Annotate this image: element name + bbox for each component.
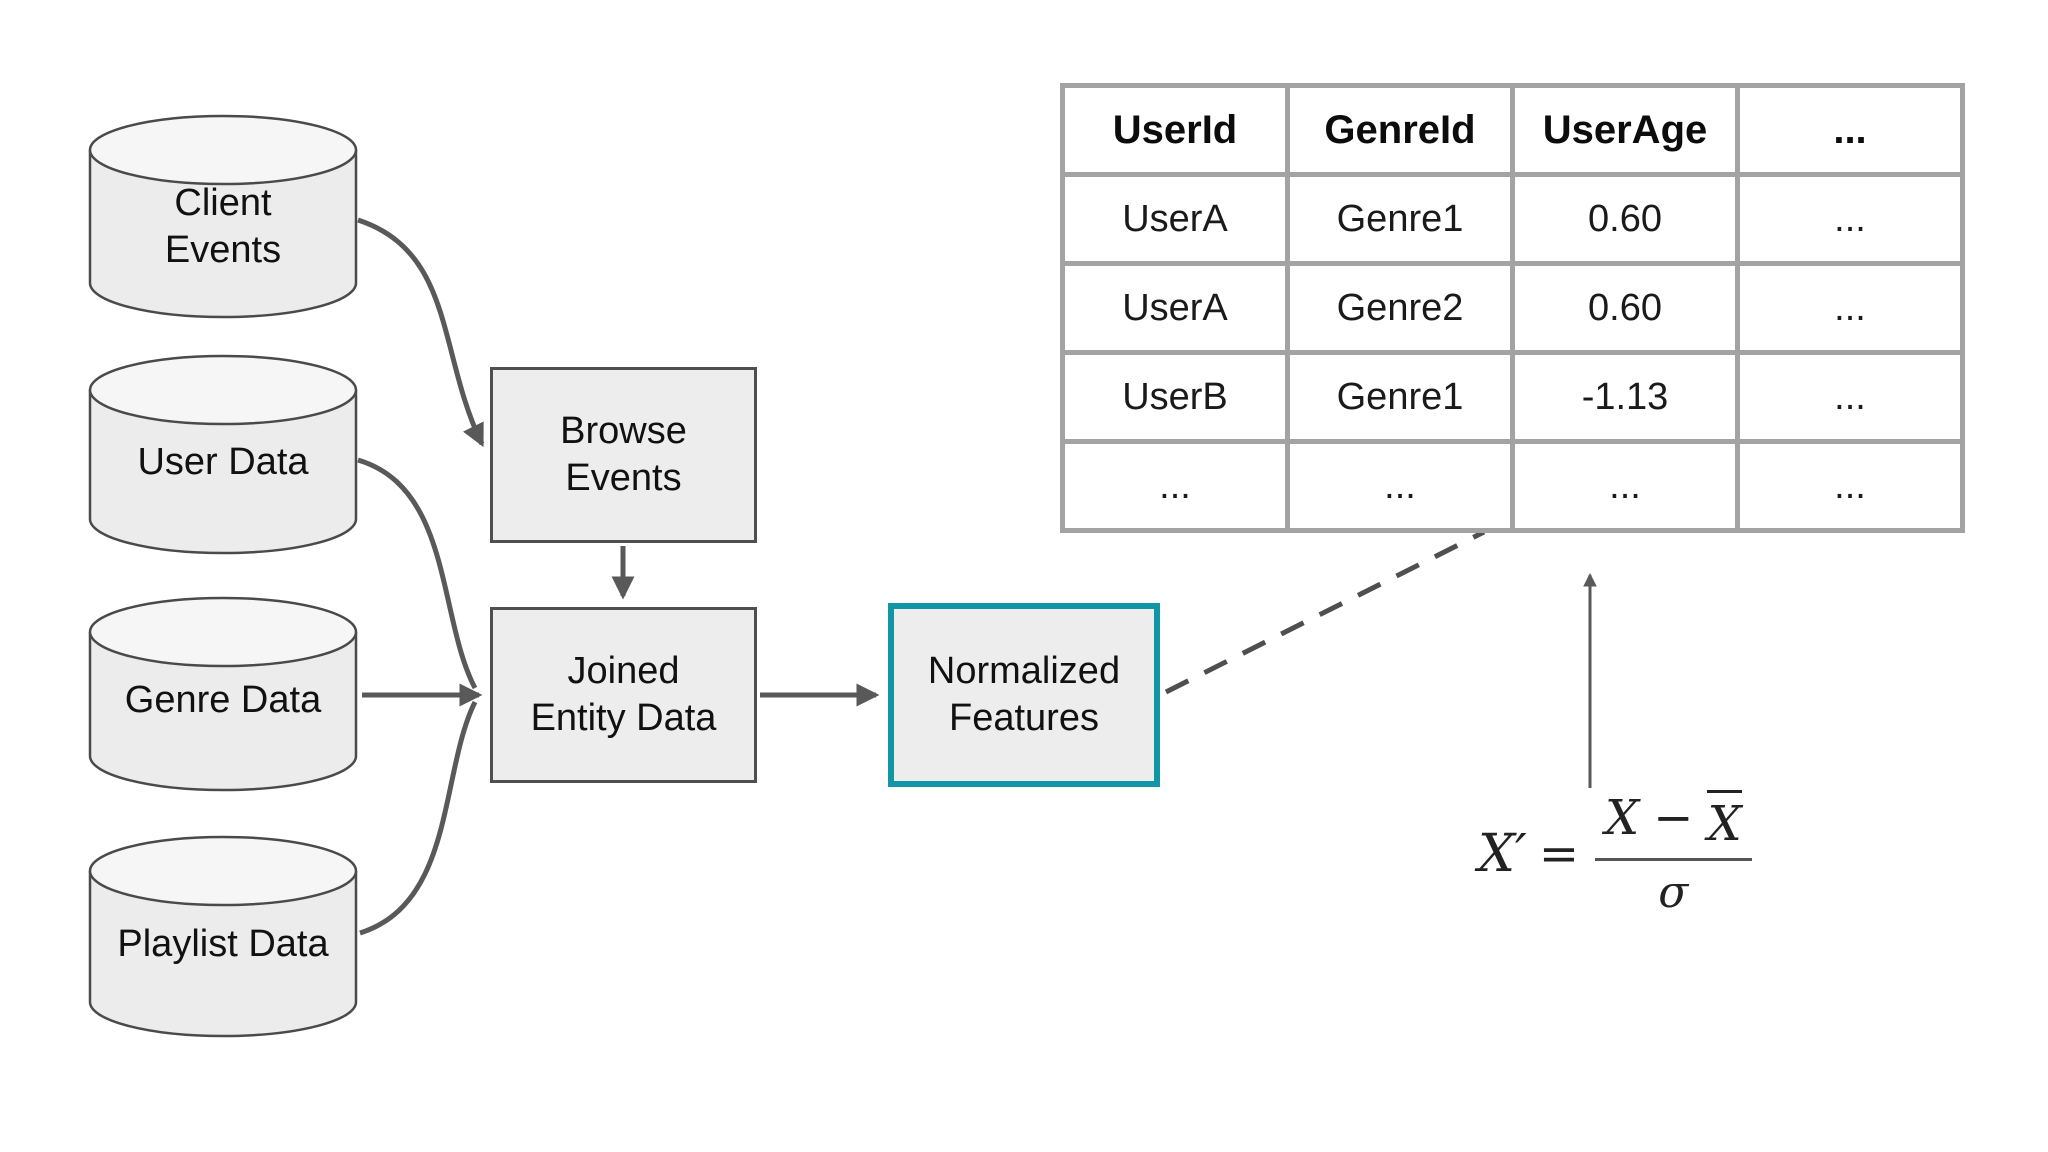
table-cell: ... xyxy=(1510,439,1740,533)
table-cell: ... xyxy=(1735,350,1965,444)
datastore-label-playlist-data: Playlist Data xyxy=(117,922,329,965)
table-row: UserA Genre1 0.60 ... xyxy=(1060,172,1965,266)
table-cell: Genre2 xyxy=(1285,261,1515,355)
datastore-label-user-data: User Data xyxy=(137,440,309,483)
features-table-wrapper: UserId GenreId UserAge ... UserA Genre1 … xyxy=(1060,83,1965,533)
col-header-ellipsis: ... xyxy=(1735,83,1965,177)
connector-client-events-to-browse-events xyxy=(357,217,485,448)
table-cell: 0.60 xyxy=(1510,172,1740,266)
table-cell: ... xyxy=(1060,439,1290,533)
formula-x: X xyxy=(1605,790,1640,846)
table-cell: Genre1 xyxy=(1285,350,1515,444)
table-cell: -1.13 xyxy=(1510,350,1740,444)
table-cell: ... xyxy=(1285,439,1515,533)
col-header-userage: UserAge xyxy=(1510,83,1740,177)
formula-x-bar: X xyxy=(1707,790,1742,852)
col-header-genreid: GenreId xyxy=(1285,83,1515,177)
datastore-user-data-shape xyxy=(88,354,358,555)
table-cell: Genre1 xyxy=(1285,172,1515,266)
table-row: UserA Genre2 0.60 ... xyxy=(1060,261,1965,355)
process-box-browse-events: Browse Events xyxy=(490,367,757,543)
table-row: ... ... ... ... xyxy=(1060,439,1965,533)
datastore-playlist-data-shape xyxy=(88,835,358,1038)
formula-lhs: X′ xyxy=(1478,824,1527,884)
datastore-label-genre-data: Genre Data xyxy=(124,678,322,721)
process-box-normalized-features: Normalized Features xyxy=(888,603,1160,787)
connector-user-data-to-joined-entity xyxy=(357,457,478,690)
col-header-userid: UserId xyxy=(1060,83,1290,177)
datastore-genre-data-shape xyxy=(88,596,358,792)
process-box-joined-entity-data: Joined Entity Data xyxy=(490,607,757,783)
connector-playlist-data-to-joined-entity xyxy=(359,700,478,936)
datastore-client-events-shape xyxy=(88,114,358,319)
formula-equals: = xyxy=(1538,826,1580,882)
formula-minus: − xyxy=(1653,790,1694,846)
features-table: UserId GenreId UserAge ... UserA Genre1 … xyxy=(1060,83,1965,533)
connector-normalized-features-to-table-dashed xyxy=(1164,529,1486,695)
formula-fraction: X − X σ xyxy=(1595,790,1752,918)
table-header-row: UserId GenreId UserAge ... xyxy=(1060,83,1965,177)
table-cell: 0.60 xyxy=(1510,261,1740,355)
table-cell: ... xyxy=(1735,172,1965,266)
table-row: UserB Genre1 -1.13 ... xyxy=(1060,350,1965,444)
table-cell: ... xyxy=(1735,439,1965,533)
normalization-formula: X′ = X − X σ xyxy=(1478,790,1752,918)
formula-numerator: X − X xyxy=(1595,790,1752,858)
table-cell: UserA xyxy=(1060,172,1290,266)
table-cell: UserA xyxy=(1060,261,1290,355)
table-cell: UserB xyxy=(1060,350,1290,444)
formula-denominator-sigma: σ xyxy=(1658,867,1689,918)
datastore-label-client-events: Client Events xyxy=(164,182,282,271)
table-cell: ... xyxy=(1735,261,1965,355)
formula-fraction-bar xyxy=(1595,858,1752,861)
